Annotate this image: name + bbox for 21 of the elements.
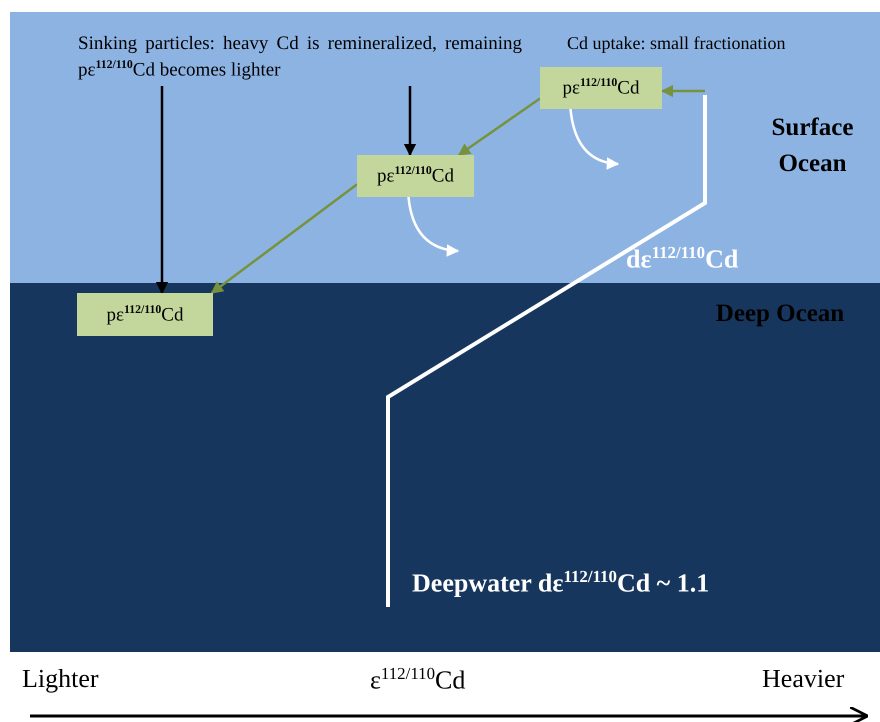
arrow [156,86,168,294]
profile-label: Deepwater dε$^{112/110}$Cd ~ 1.1 [412,567,710,599]
layer-title: Surface Ocean [770,113,854,180]
axis-label: Heavier [762,664,844,694]
axis-label: Lighter [22,664,99,694]
arrow [569,108,620,170]
arrow [407,196,460,256]
ocean-layer [10,283,880,652]
arrow [210,183,358,294]
annotation-text: Cd uptake: small fractionation [567,33,786,54]
annotation-text: Sinking particles: heavy Cd is remineralized, remaining pε$^{112/110}$Cd becomes lighter [78,32,522,86]
axis-label: ε$^{112/110}$Cd [370,664,466,696]
particle-box: pε$^{112/110}$Cd [540,67,662,109]
profile-label: dε$^{112/110}$Cd [626,243,738,275]
particle-box: pε$^{112/110}$Cd [357,155,474,197]
ocean-layer [10,12,880,283]
arrow [458,97,541,156]
particle-box: pε$^{112/110}$Cd [77,293,213,336]
arrow [404,86,416,156]
arrow [660,84,705,98]
layer-title: Deep Ocean [714,299,846,329]
